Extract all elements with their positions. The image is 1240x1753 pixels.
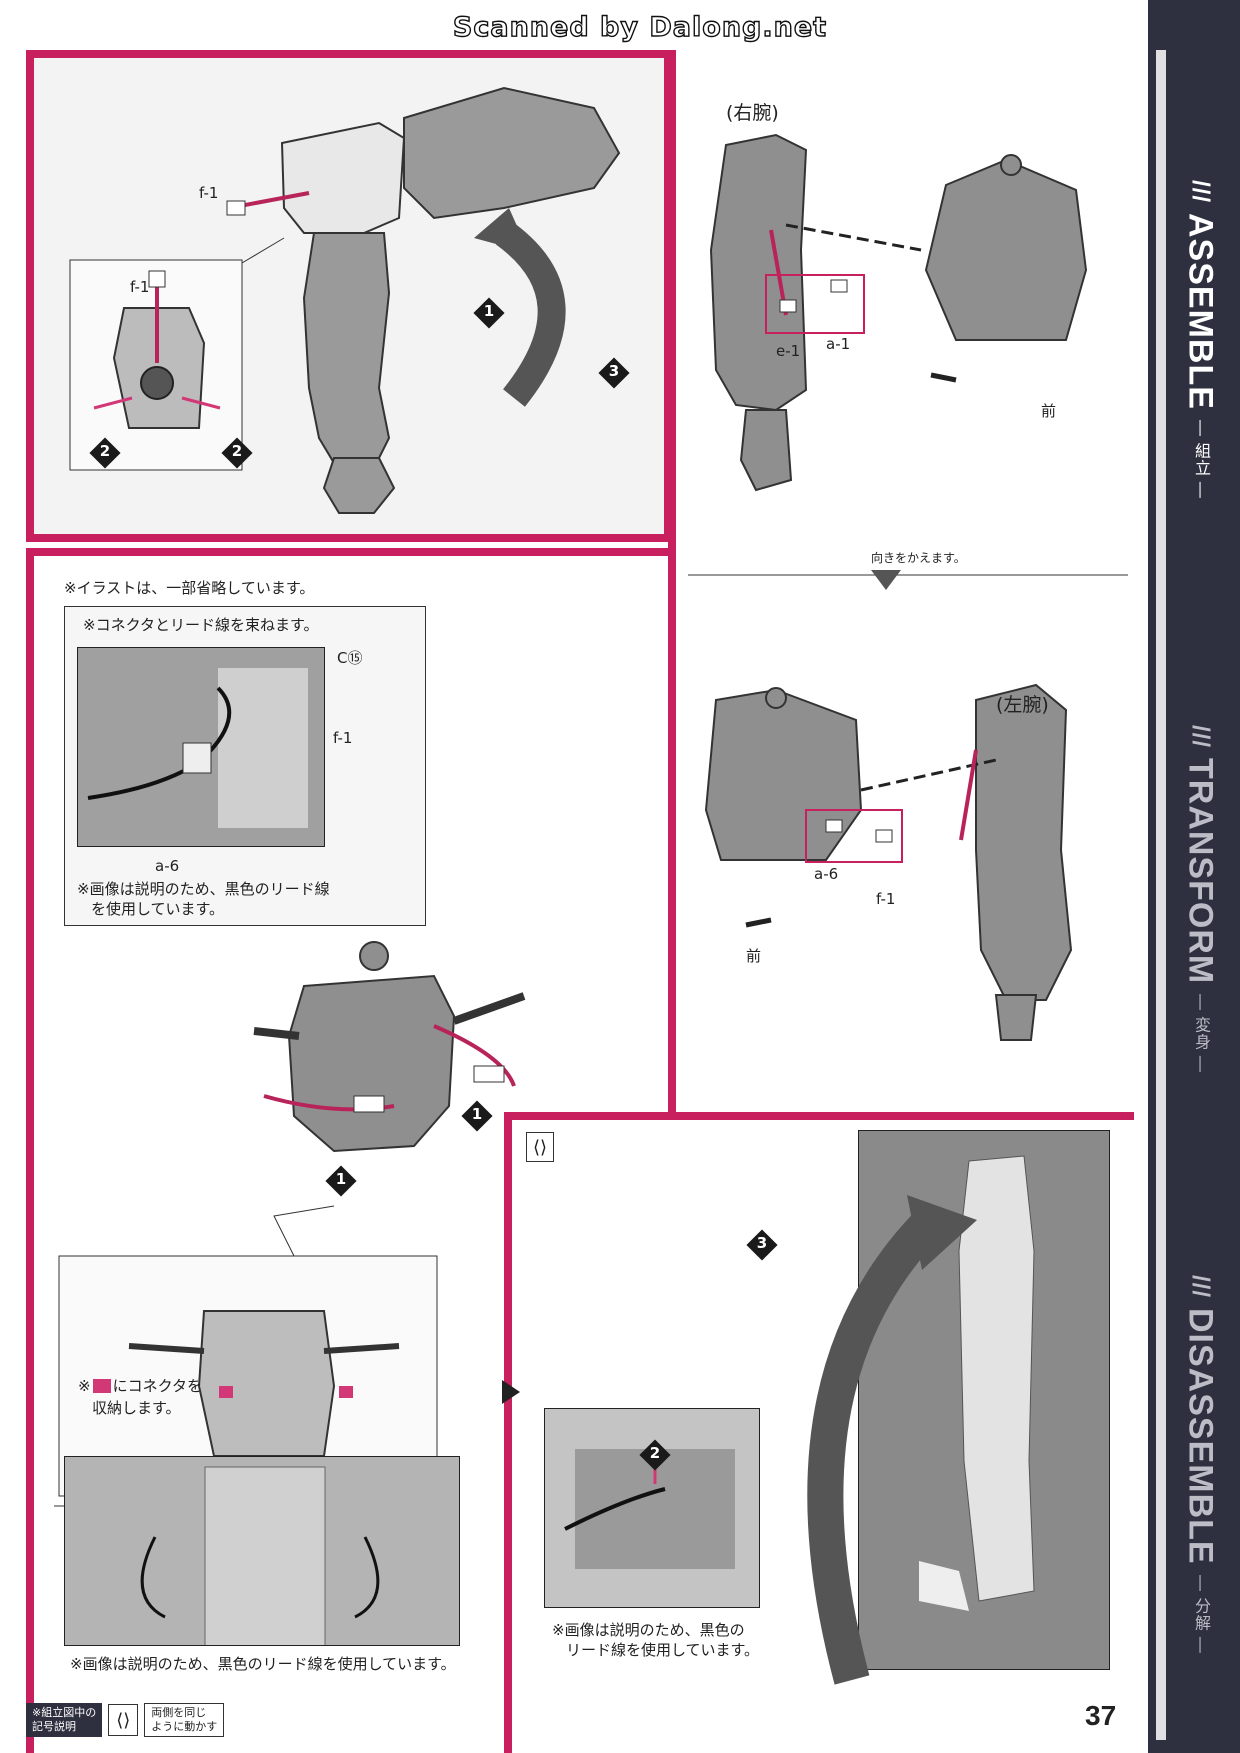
legend-title: ※組立図中の記号説明 [26, 1702, 103, 1738]
both-sides-icon: ⟨⟩ [526, 1132, 554, 1162]
arm-illustration [69, 86, 621, 514]
panel-arm-assembly: f-1 f-1 1 3 2 2 [26, 50, 672, 542]
sidebar-assemble: /// ASSEMBLE — 組立 — [1160, 180, 1240, 499]
label-f1-inset: f-1 [130, 278, 150, 296]
label-right-arm: (右腕) [726, 102, 779, 124]
both-sides-icon: ⟨⟩ [108, 1704, 139, 1736]
photo-leg [858, 1130, 1110, 1670]
rotation-arrow [807, 1195, 977, 1685]
step-2-icon: 2 [639, 1439, 671, 1471]
step-2-icon-right: 2 [221, 437, 253, 469]
label-e1: e-1 [776, 342, 801, 360]
pink-marker-icon [92, 1379, 111, 1393]
step-3-icon: 3 [598, 357, 630, 389]
note-bottom: ※画像は説明のため、黒色のリード線を使用しています。 [70, 1655, 456, 1673]
label-c15: C⑮ [337, 649, 363, 667]
step-3-icon: 3 [746, 1229, 778, 1261]
sidebar-assemble-jp: — 組立 — [1192, 419, 1209, 499]
step-2-icon-left: 2 [89, 437, 121, 469]
symbol-legend: ※組立図中の記号説明 ⟨⟩ 両側を同じように動かす [26, 1698, 246, 1742]
label-a6: a-6 [155, 857, 180, 875]
label-f1: f-1 [333, 729, 353, 747]
sidebar-assemble-label: ASSEMBLE [1181, 213, 1220, 410]
panel-disassemble: ⟨⟩ 3 2 ※画像は説明のため、黒色の リード線を使用しています。 [504, 1112, 1134, 1753]
label-left-arm: (左腕) [996, 694, 1049, 716]
step-1-icon-left: 1 [325, 1165, 357, 1197]
note-omitted: ※イラストは、一部省略しています。 [64, 579, 315, 597]
label-f1-top: f-1 [199, 184, 219, 202]
note-store-2: 収納します。 [92, 1399, 181, 1417]
hatch-icon: /// [1187, 180, 1214, 204]
hatch-icon: /// [1187, 1275, 1214, 1299]
note-bundle: ※コネクタとリード線を束ねます。 [83, 616, 319, 634]
hatch-icon: /// [1187, 725, 1214, 749]
arm-connection-illustration [688, 133, 1128, 1041]
step-1-icon-right: 1 [461, 1100, 493, 1132]
panel-arm-connection: (右腕) e-1 a-1 前 向きをかえます。 (左腕) a-6 f-1 前 [668, 50, 1128, 1120]
note-black-lead-2: を使用しています。 [91, 900, 225, 918]
bundle-photo-art [78, 648, 324, 846]
photo-bundle [77, 647, 325, 847]
sidebar-disassemble-label: DISASSEMBLE [1181, 1308, 1220, 1565]
label-f1: f-1 [876, 890, 896, 908]
note-black-lead-1: ※画像は説明のため、黒色のリード線 [77, 880, 330, 898]
photo-torso-bottom [64, 1456, 460, 1646]
sidebar-transform-label: TRANSFORM [1181, 758, 1220, 985]
torso-photo-art [65, 1457, 459, 1645]
label-front-bottom: 前 [746, 947, 762, 965]
sidebar-stripe [1156, 50, 1166, 1740]
page-number: 37 [1085, 1700, 1117, 1731]
scan-watermark: Scanned by Dalong.net [452, 11, 828, 43]
step-1-icon: 1 [473, 297, 505, 329]
sidebar-transform-jp: — 変身 — [1192, 994, 1209, 1074]
connector-photo-art [545, 1409, 759, 1607]
label-a1: a-1 [826, 335, 851, 353]
next-arrow-icon [502, 1380, 520, 1404]
sidebar-disassemble-jp: — 分解 — [1192, 1574, 1209, 1654]
label-a6: a-6 [814, 865, 839, 883]
photo-connector [544, 1408, 760, 1608]
note-store: ※にコネクタを [78, 1377, 202, 1395]
label-front-top: 前 [1041, 402, 1057, 420]
leg-photo-art [859, 1131, 1109, 1669]
note-turn-around: 向きをかえます。 [871, 551, 966, 565]
sidebar-disassemble: /// DISASSEMBLE — 分解 — [1160, 1275, 1240, 1654]
note-black-lead-2: リード線を使用しています。 [566, 1641, 760, 1659]
panel-torso-wiring: ※イラストは、一部省略しています。 ※コネクタとリード線を束ねます。 C⑮ f-… [26, 548, 672, 1753]
inset-bundle: ※コネクタとリード線を束ねます。 C⑮ f-1 a-6 ※画像は説明のため、黒色… [64, 606, 426, 926]
note-black-lead-1: ※画像は説明のため、黒色の [552, 1621, 745, 1639]
sidebar-transform: /// TRANSFORM — 変身 — [1160, 725, 1240, 1073]
legend-desc: 両側を同じように動かす [144, 1702, 225, 1738]
